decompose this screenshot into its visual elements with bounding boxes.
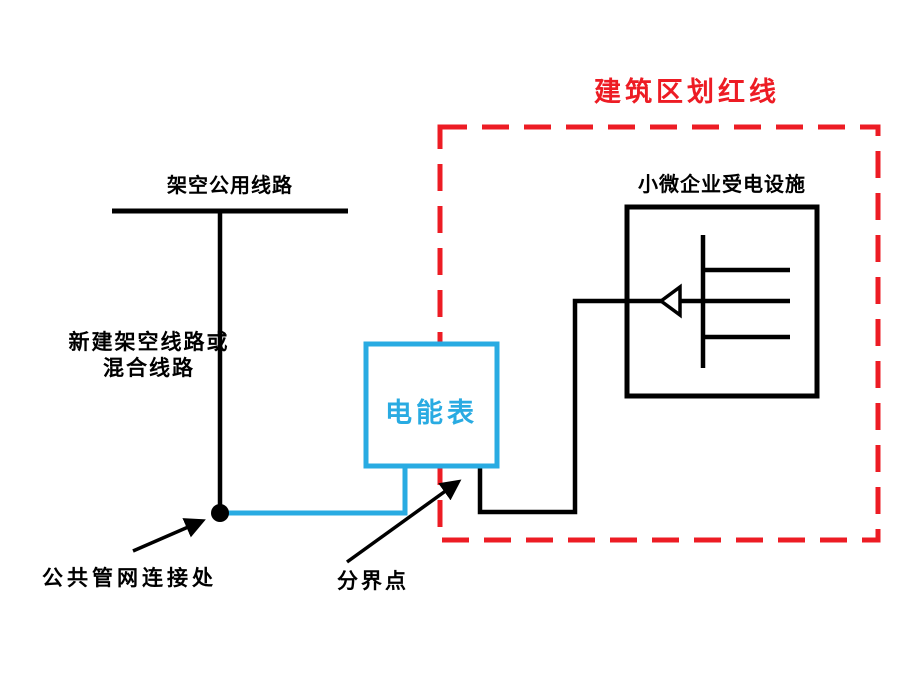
meter-box xyxy=(363,341,500,469)
red-boundary-dashed-rect xyxy=(437,124,881,543)
connection-dot xyxy=(211,504,229,522)
overhead-line-label: 架空公用线路 xyxy=(167,175,293,197)
connection-point-arrow xyxy=(132,518,206,553)
open-arrow-symbol xyxy=(658,283,682,319)
service-feed-line xyxy=(477,298,790,515)
new-line-label: 新建架空线路或 混合线路 xyxy=(38,330,260,383)
meter-label: 电能表 xyxy=(385,398,478,428)
new-line-label-row1: 新建架空线路或 xyxy=(68,331,230,354)
boundary-point-label: 分界点 xyxy=(337,570,409,593)
new-line-label-row2: 混合线路 xyxy=(103,357,195,381)
red-boundary-title: 建筑区划红线 xyxy=(594,77,780,107)
facility-label: 小微企业受电设施 xyxy=(638,174,806,196)
public-network-connection-label: 公共管网连接处 xyxy=(42,567,217,590)
boundary-point-arrow xyxy=(345,479,462,564)
meter-supply-line xyxy=(222,466,408,516)
